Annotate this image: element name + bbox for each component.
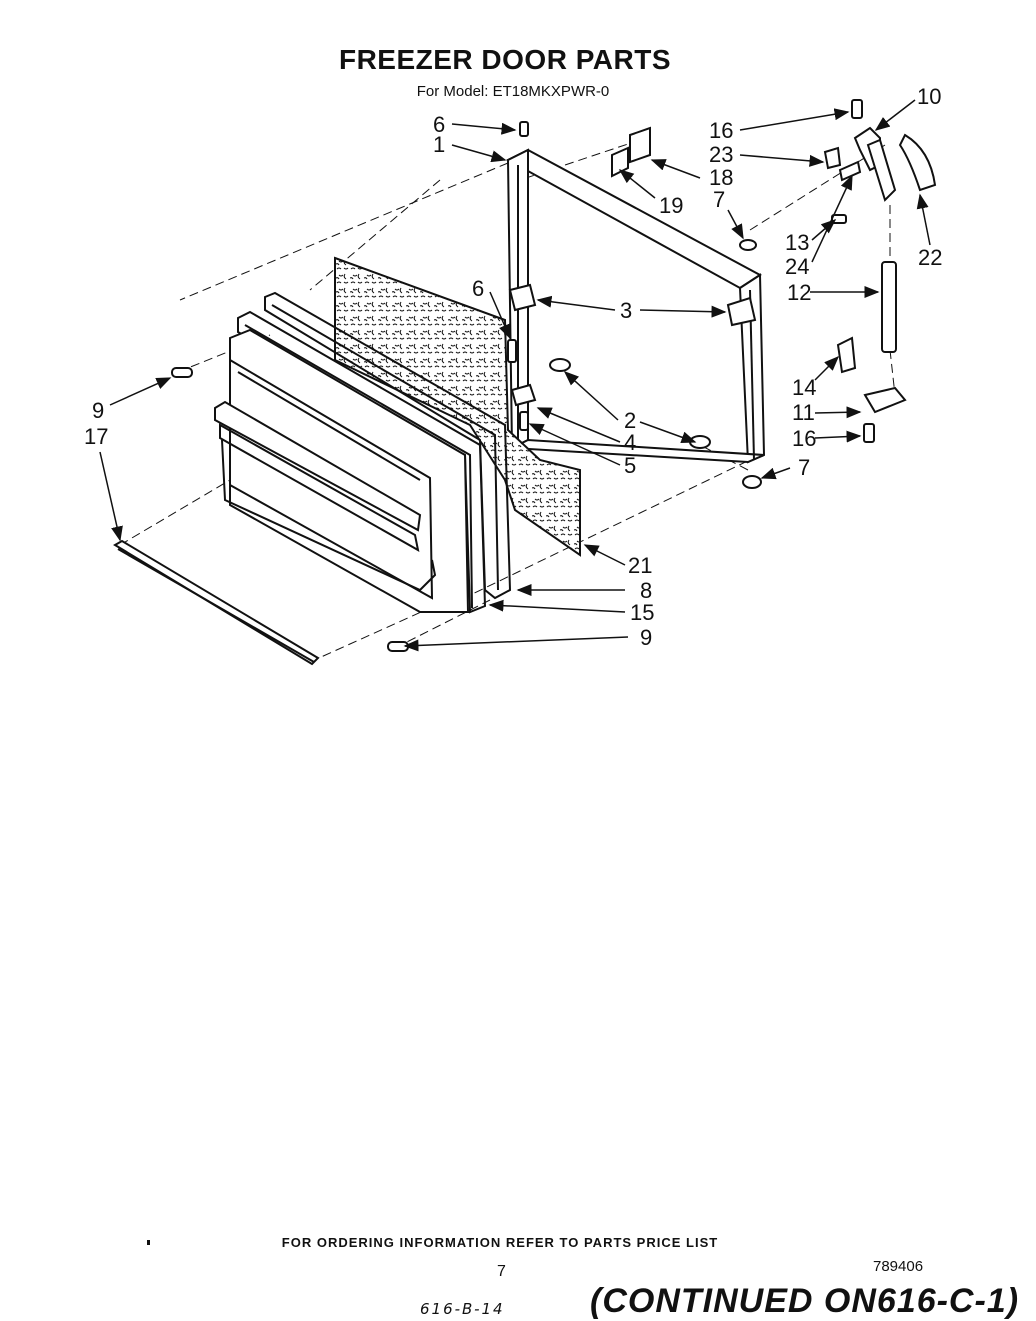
callout-11: 11: [792, 400, 815, 425]
callout-6-top: 6: [433, 112, 445, 137]
handwritten-reference: 616-B-14: [420, 1300, 505, 1318]
callout-12: 12: [787, 280, 811, 305]
door-trim-strip: [113, 539, 320, 666]
model-subtitle: For Model: ET18MKXPWR-0: [416, 83, 610, 100]
callout-9-left: 9: [92, 398, 104, 423]
callout-leader-lines: [99, 99, 931, 652]
callout-13: 13: [785, 230, 809, 255]
callout-17: 17: [84, 424, 108, 449]
callout-8: 8: [640, 578, 652, 603]
callout-14: 14: [792, 375, 816, 400]
page-tick-mark: [147, 1240, 150, 1245]
callout-10: 10: [917, 84, 941, 109]
callout-7-top: 7: [713, 187, 725, 212]
callout-numbers: 6 1 16 10 23 18 19 7 13 24 22 12 6 3 14 …: [84, 84, 942, 650]
callout-2: 2: [624, 408, 636, 433]
page-title: FREEZER DOOR PARTS: [338, 44, 672, 75]
callout-5: 5: [624, 453, 636, 478]
callout-9-bottom: 9: [640, 625, 652, 650]
callout-7-bottom: 7: [798, 455, 810, 480]
callout-3: 3: [620, 298, 632, 323]
ordering-note: FOR ORDERING INFORMATION REFER TO PARTS …: [281, 1235, 719, 1250]
callout-6-mid: 6: [472, 276, 484, 301]
callout-16-top: 16: [709, 118, 733, 143]
door-liner: [214, 328, 470, 613]
page-number: 7: [497, 1263, 506, 1280]
callout-22: 22: [918, 245, 942, 270]
callout-24: 24: [785, 254, 809, 279]
callout-23: 23: [709, 142, 733, 167]
callout-21: 21: [628, 553, 652, 578]
callout-16-bottom: 16: [792, 426, 816, 451]
continued-note: (CONTINUED ON616-C-1): [590, 1282, 1020, 1320]
callout-4: 4: [624, 430, 636, 455]
callout-19: 19: [659, 193, 683, 218]
document-number: 789406: [873, 1258, 924, 1275]
callout-1: 1: [433, 132, 445, 157]
callout-15: 15: [630, 600, 654, 625]
callout-18: 18: [709, 165, 733, 190]
insulation-panel: [334, 256, 581, 557]
